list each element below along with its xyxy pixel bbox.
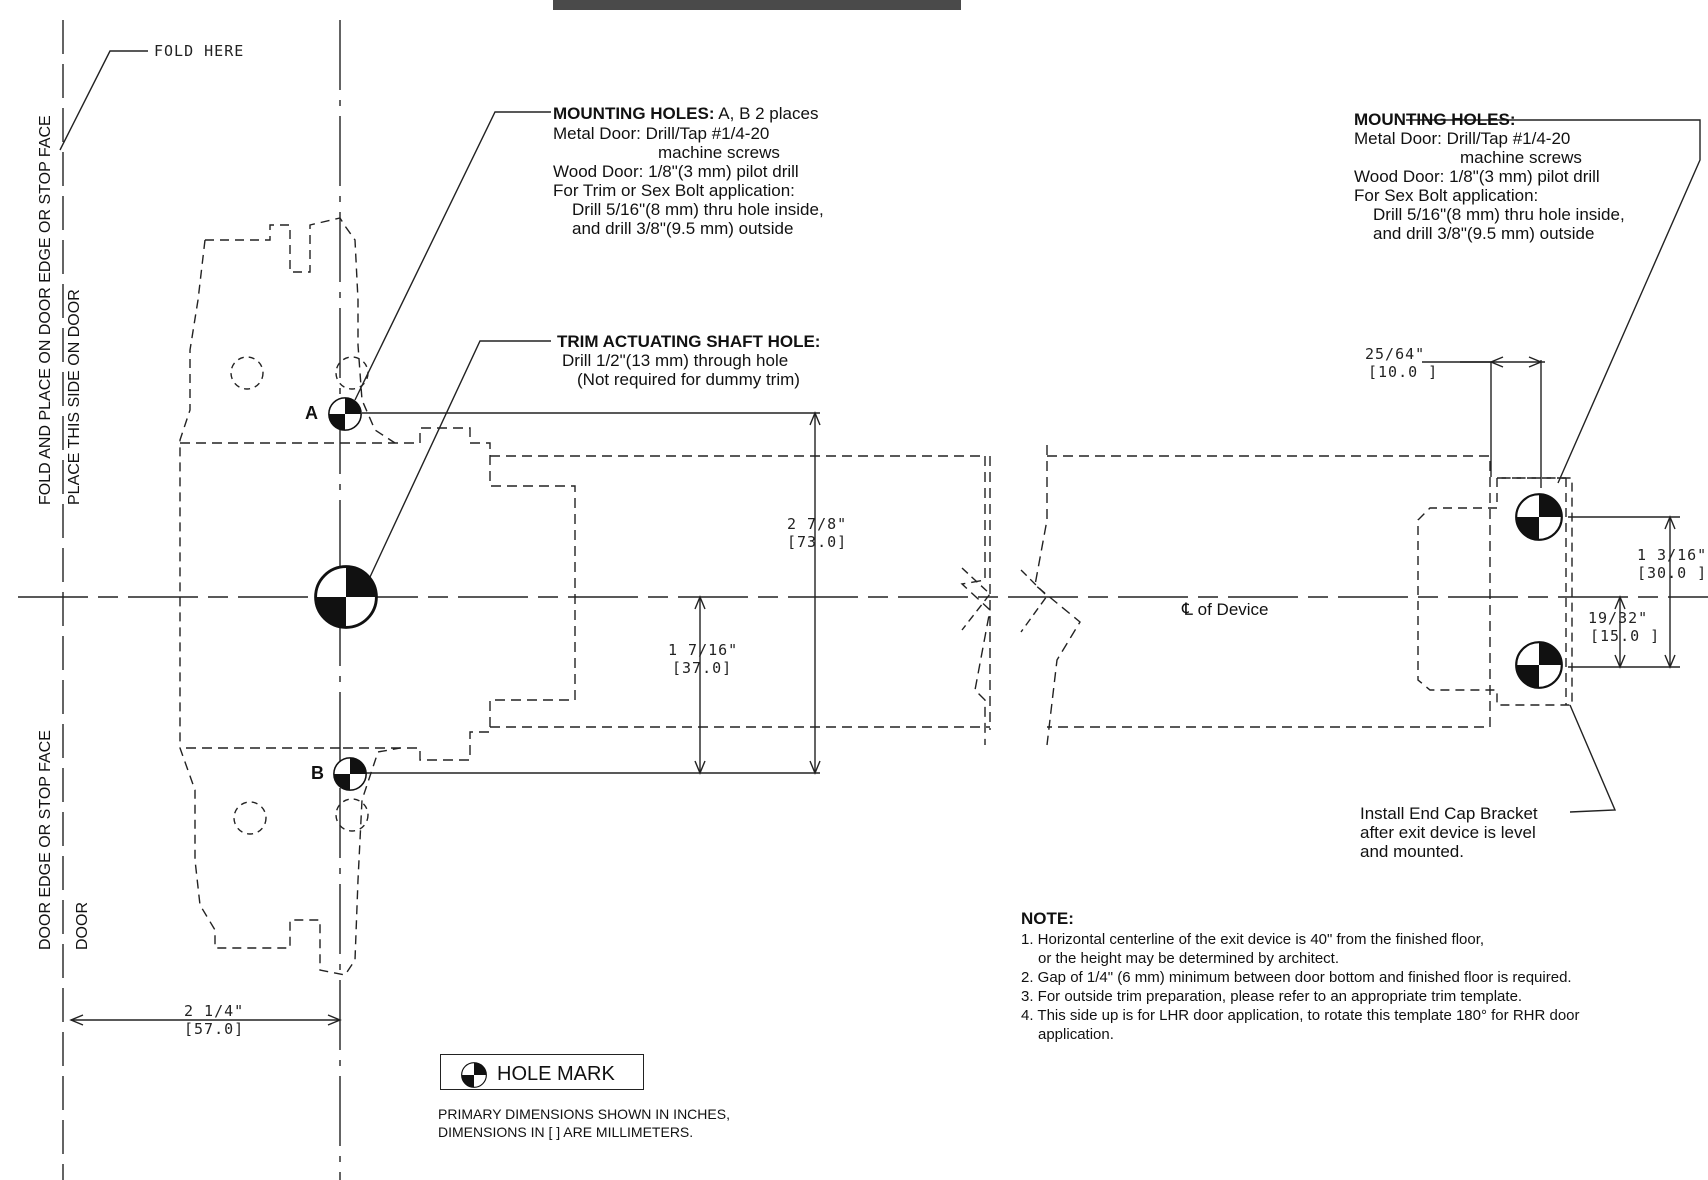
note-line: 2. Gap of 1/4" (6 mm) minimum between do… [1021,969,1572,986]
mounting-left-line: Wood Door: 1/8"(3 mm) pilot drill [553,162,799,181]
legend-label: HOLE MARK [497,1063,615,1085]
dim-label-inches: 1 7/16" [668,641,739,659]
mounting-right-line: Drill 5/16"(8 mm) thru hole inside, [1373,205,1625,224]
legend-footnote: DIMENSIONS IN [ ] ARE MILLIMETERS. [438,1124,694,1140]
dim-label-inches: 25/64" [1365,345,1426,363]
leader-mounting-left [354,111,551,401]
mounting-right-line: and drill 3/8"(9.5 mm) outside [1373,224,1595,243]
dim-label-inches: 1 3/16" [1637,546,1708,564]
mounting-left-line: For Trim or Sex Bolt application: [553,181,795,200]
dim-label-mm: [73.0] [787,533,848,551]
dim-label-mm: [37.0] [672,659,733,677]
mounting-right-line: For Sex Bolt application: [1354,186,1539,205]
note-line: 1. Horizontal centerline of the exit dev… [1021,931,1485,948]
note-line: 3. For outside trim preparation, please … [1021,988,1523,1005]
trim-shaft-line: (Not required for dummy trim) [577,370,800,389]
mounting-left-title: MOUNTING HOLES: A, B 2 places [553,104,819,123]
side-label-place-side: PLACE THIS SIDE ON DOOR [66,289,83,505]
side-label-fold-place: FOLD AND PLACE ON DOOR EDGE OR STOP FACE [37,115,54,505]
legend-footnote: PRIMARY DIMENSIONS SHOWN IN INCHES, [438,1106,730,1122]
dim-label-mm: [30.0 ] [1637,564,1708,582]
end-cap-line: and mounted. [1360,842,1464,861]
note-line: or the height may be determined by archi… [1038,950,1339,967]
dim-label-inches: 19/32" [1588,609,1649,627]
legend-box [440,1054,644,1090]
mounting-left-line: machine screws [658,143,780,162]
mounting-right-title: MOUNTING HOLES: [1354,110,1516,129]
leader-end-cap [1569,704,1617,813]
dim-label-mm: [10.0 ] [1368,363,1439,381]
dim-label-mm: [15.0 ] [1590,627,1661,645]
hole-label-b: B [311,763,324,783]
break-marks [961,567,1048,633]
trim-shaft-line: Drill 1/2"(13 mm) through hole [562,351,789,370]
end-cap-line: Install End Cap Bracket [1360,804,1538,823]
end-cap-line: after exit device is level [1360,823,1536,842]
dim-label-mm: [57.0] [184,1020,245,1038]
hole-mark-a [329,398,361,430]
mounting-left-line: Metal Door: Drill/Tap #1/4-20 [553,124,770,143]
dim-label-inches: 2 7/8" [787,515,848,533]
centerline-label: ℄ of Device [1182,600,1269,619]
hole-mark-trim-shaft [316,567,377,628]
end-cap-bracket [1417,477,1573,706]
side-label-door: DOOR [74,902,91,950]
mounting-left-line: Drill 5/16"(8 mm) thru hole inside, [572,200,824,219]
banner [553,0,961,10]
leader-trim-shaft [369,340,551,578]
trim-circle-top [230,356,264,390]
trim-shaft-title: TRIM ACTUATING SHAFT HOLE: [557,332,821,351]
device-body-right [1034,445,1491,746]
fold-leader [59,50,148,151]
mounting-right-line: machine screws [1460,148,1582,167]
mounting-right-line: Wood Door: 1/8"(3 mm) pilot drill [1354,167,1600,186]
hole-mark-right-top [1516,494,1562,540]
dim-label-inches: 2 1/4" [184,1002,245,1020]
trim-outline-bottom [179,239,401,976]
leader-mounting-right [1406,119,1701,484]
side-label-door-edge: DOOR EDGE OR STOP FACE [37,730,54,950]
device-outline-left [180,427,576,761]
hole-label-a: A [305,403,318,423]
trim-circle-bottom [233,801,267,835]
fold-label: FOLD HERE [154,42,245,60]
mounting-right-line: Metal Door: Drill/Tap #1/4-20 [1354,129,1571,148]
mounting-left-line: and drill 3/8"(9.5 mm) outside [572,219,794,238]
hole-mark-b [334,758,366,790]
hole-mark-right-bottom [1516,642,1562,688]
note-line: application. [1038,1026,1114,1043]
note-line: 4. This side up is for LHR door applicat… [1021,1007,1580,1024]
device-body-left [490,455,991,745]
note-title: NOTE: [1021,909,1074,928]
trim-outline-top [205,217,396,444]
